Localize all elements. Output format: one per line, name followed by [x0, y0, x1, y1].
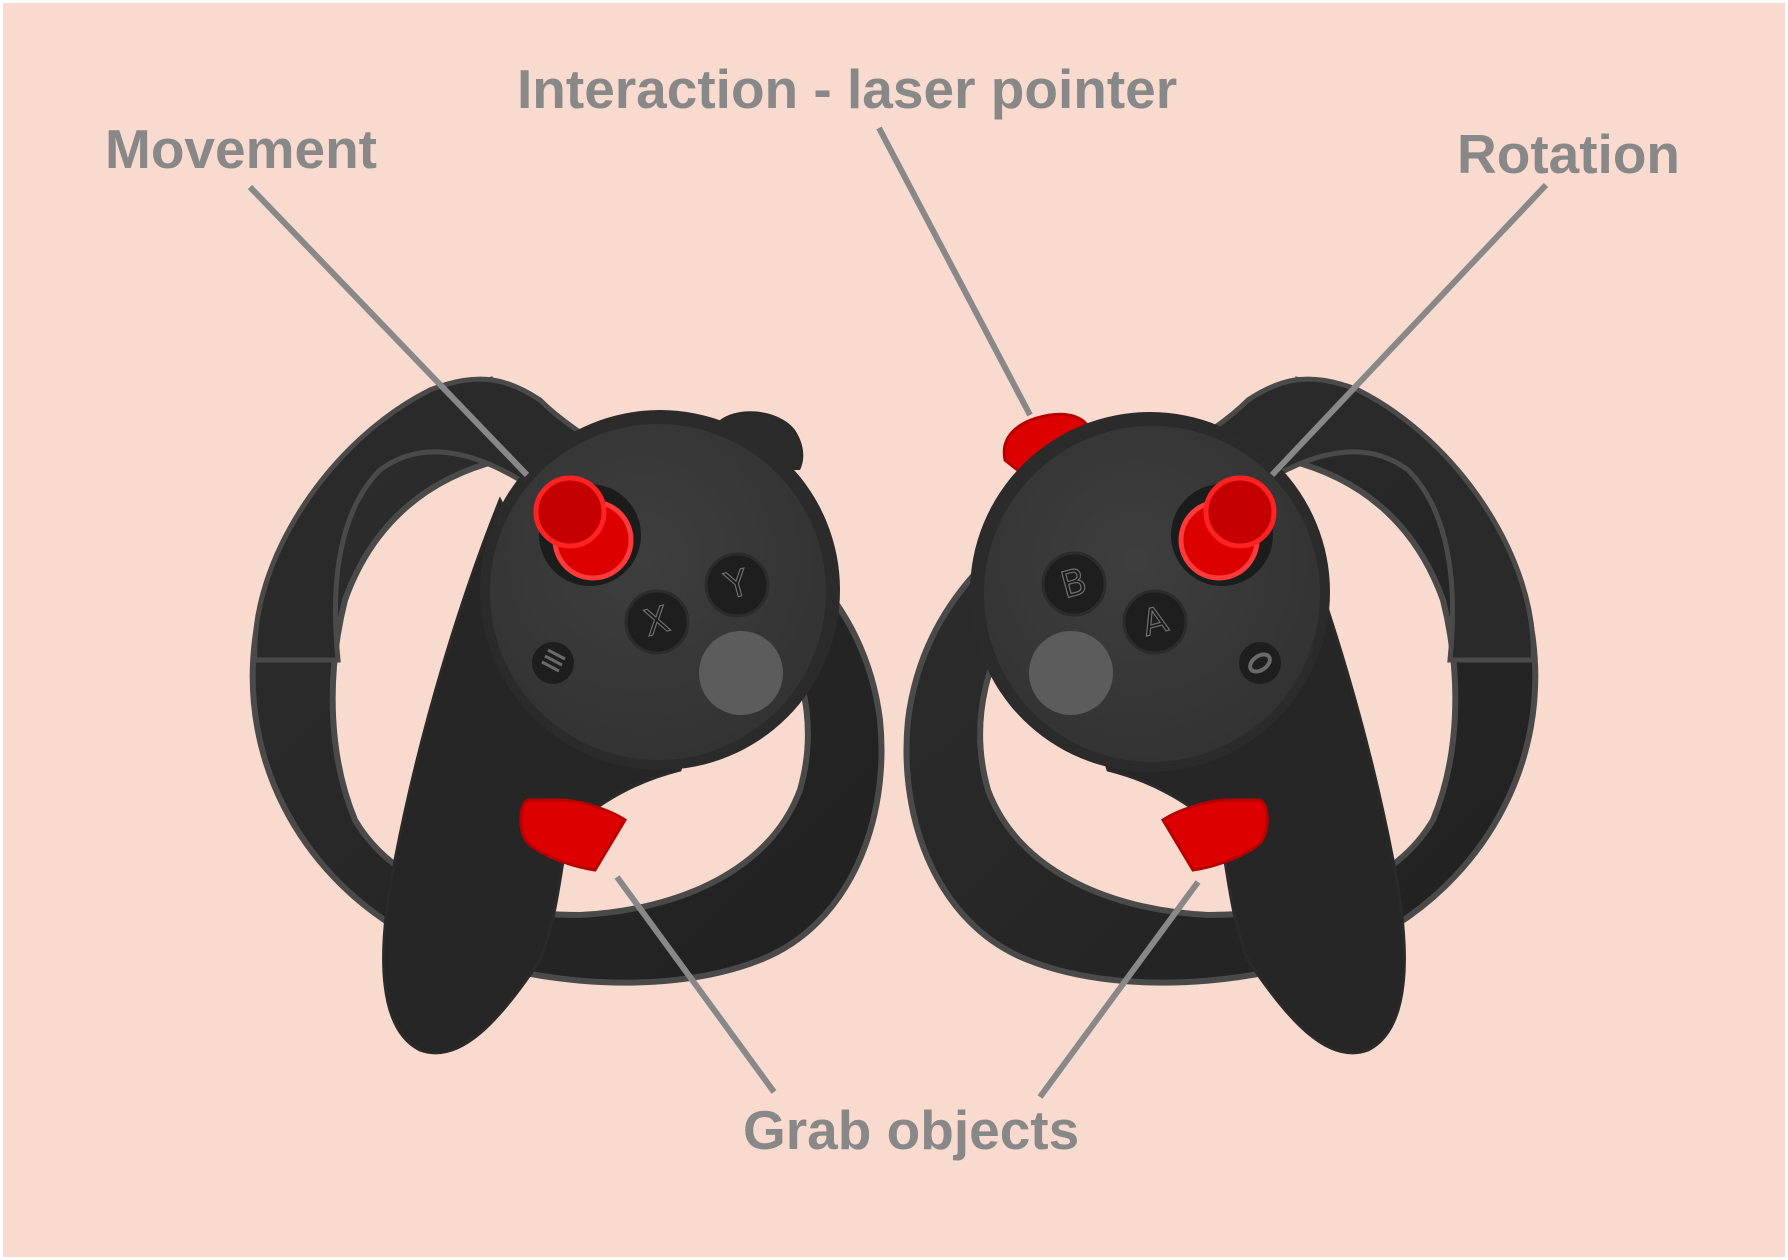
movement-leader: [247, 184, 530, 478]
left-y-button[interactable]: [704, 552, 770, 618]
left-ring-top: [252, 376, 617, 663]
menu-icon: [541, 648, 566, 673]
right-a-button[interactable]: [1122, 589, 1188, 655]
grab-leader-left: [614, 875, 777, 1094]
left-grip-plate: [699, 631, 783, 715]
left-menu-button[interactable]: [532, 642, 574, 684]
left-controller: X Y: [249, 376, 885, 1055]
left-grip-trigger[interactable]: [519, 798, 628, 872]
movement-label: Movement: [105, 118, 377, 180]
left-x-button[interactable]: [624, 589, 690, 655]
rotation-leader: [1269, 182, 1549, 478]
right-home-button[interactable]: [1239, 642, 1281, 684]
left-thumbstick-top[interactable]: [533, 475, 607, 549]
right-grip-trigger[interactable]: [1160, 798, 1269, 872]
right-thumbstick-top[interactable]: [1203, 475, 1277, 549]
grab-label: Grab objects: [743, 1099, 1079, 1161]
right-b-button[interactable]: [1041, 551, 1107, 617]
right-tracking-ring: [903, 376, 1539, 986]
oculus-icon: [1248, 652, 1272, 674]
grab-leader-right: [1037, 880, 1201, 1099]
interaction-leader: [876, 126, 1033, 417]
right-controller: B A: [903, 376, 1539, 1055]
rotation-label: Rotation: [1457, 123, 1680, 185]
right-grip-plate: [1029, 631, 1113, 715]
interaction-label: Interaction - laser pointer: [517, 58, 1177, 120]
